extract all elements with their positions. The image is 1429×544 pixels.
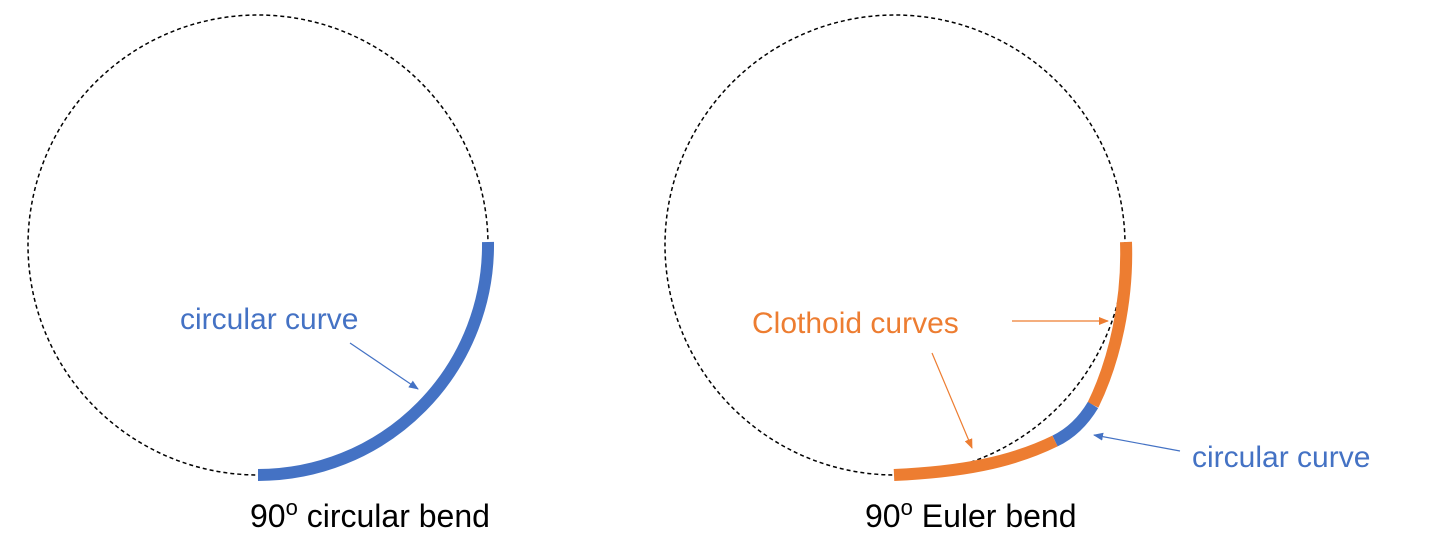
right-panel: Clothoid curves circular curve 90o Euler… — [664, 14, 1370, 534]
left-circular-label: circular curve — [180, 303, 358, 336]
right-reference-circle — [664, 14, 1126, 476]
right-circular-label: circular curve — [1192, 441, 1370, 474]
left-caption: 90o circular bend — [250, 495, 490, 534]
left-circular-arc — [257, 241, 495, 481]
clothoid-arrow-lower — [931, 352, 973, 449]
left-panel: circular curve 90o circular bend — [27, 14, 495, 534]
right-clothoid-upper — [1087, 241, 1133, 408]
left-circular-arrow — [349, 342, 419, 390]
right-circular-arc — [1052, 401, 1099, 447]
right-clothoid-lower — [893, 435, 1058, 481]
right-circular-arrow — [1093, 432, 1181, 452]
clothoid-label: Clothoid curves — [752, 307, 959, 340]
right-caption: 90o Euler bend — [865, 495, 1077, 534]
